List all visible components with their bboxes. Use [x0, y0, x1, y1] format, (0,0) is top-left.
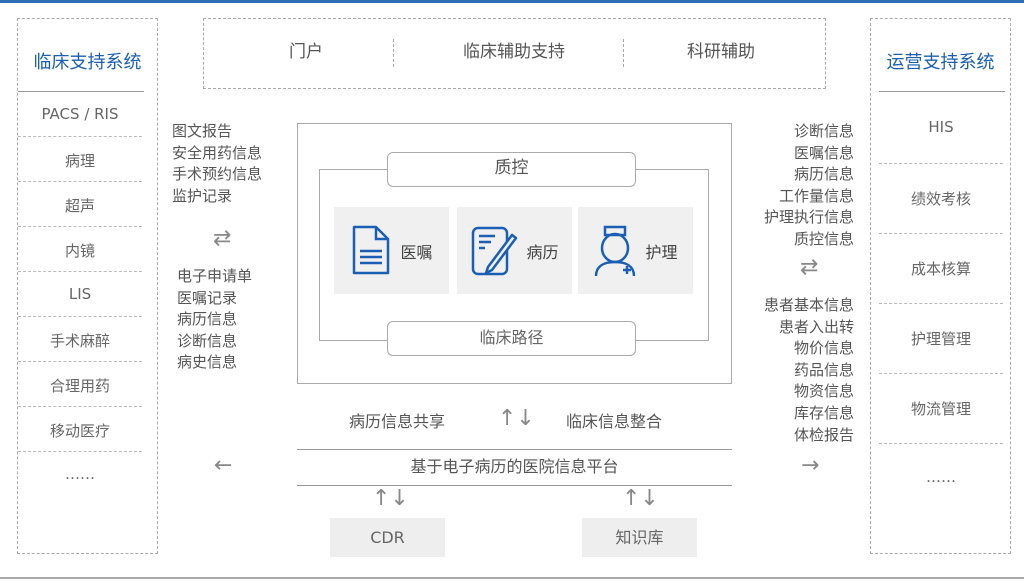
flow-item: 医嘱信息: [793, 143, 854, 162]
item-divider: [18, 316, 142, 317]
portal-item: 科研辅助: [687, 42, 755, 62]
quality-control-label: 质控: [387, 152, 636, 187]
flow-item: 库存信息: [793, 403, 854, 422]
flow-item: 物资信息: [793, 382, 854, 401]
item-divider: [879, 443, 1003, 444]
item-divider: [18, 451, 142, 452]
operations-system-item: HIS: [928, 118, 954, 136]
hospital-info-platform: 基于电子病历的医院信息平台: [297, 449, 732, 486]
record-pen-icon: [472, 226, 518, 275]
flow-item: 工作量信息: [778, 186, 854, 205]
right-incoming-list: 患者基本信息 患者入出转 物价信息 药品信息 物资信息 库存信息 体检报告: [764, 295, 854, 446]
clinical-system-item: PACS / RIS: [41, 105, 119, 123]
record-sharing-label: 病历信息共享: [349, 412, 446, 431]
clinical-support-panel: 临床支持系统 PACS / RIS 病理超声内镜 LIS 手术麻醉合理用药移动医疗 ……: [17, 18, 158, 554]
knowledge-base-box: 知识库: [582, 518, 697, 557]
top-accent-line: [0, 0, 1024, 3]
clinical-pathway-label: 临床路径: [387, 321, 636, 356]
clinical-system-item: 内镜: [64, 242, 95, 260]
cdr-box: CDR: [330, 518, 445, 557]
arrow-left-icon: ←: [214, 453, 233, 478]
title-divider: [18, 91, 144, 92]
panel-title: 临床支持系统: [33, 52, 142, 73]
flow-item: 病历信息: [793, 165, 854, 184]
up-down-arrows-icon: ↑↓: [498, 406, 535, 431]
portal-item: 临床辅助支持: [463, 42, 565, 62]
divider: [393, 39, 394, 67]
title-divider: [879, 91, 1005, 92]
flow-item: 病历信息: [177, 310, 238, 329]
top-portal-bar: 门户 临床辅助支持 科研辅助: [203, 18, 826, 89]
item-divider: [18, 226, 142, 227]
item-divider: [879, 233, 1003, 234]
item-divider: [879, 163, 1003, 164]
flow-item: 质控信息: [793, 229, 854, 248]
operations-system-item: 物流管理: [910, 400, 971, 418]
bottom-line: [0, 577, 1024, 579]
exchange-arrows-icon: ⇄: [800, 255, 819, 280]
item-divider: [18, 181, 142, 182]
flow-item: 患者基本信息: [763, 296, 854, 314]
flow-item: 病史信息: [177, 353, 238, 372]
arrow-right-icon: →: [801, 453, 820, 478]
operations-system-item: ……: [926, 468, 956, 486]
flow-item: 医嘱记录: [177, 288, 238, 307]
flow-item: 手术预约信息: [172, 165, 263, 184]
flow-item: 体检报告: [793, 425, 854, 444]
flow-item: 监护记录: [172, 186, 233, 205]
up-down-arrows-icon: ↑↓: [372, 486, 409, 511]
operations-system-item: 护理管理: [910, 330, 971, 348]
flow-item: 药品信息: [793, 360, 854, 379]
clinical-system-item: 合理用药: [49, 377, 110, 395]
document-icon: [353, 225, 390, 274]
clinical-system-item: LIS: [68, 285, 92, 303]
tile-orders: 医嘱: [334, 207, 449, 294]
clinical-system-item: 手术麻醉: [49, 332, 110, 350]
right-outgoing-list: 诊断信息 医嘱信息 病历信息 工作量信息 护理执行信息 质控信息: [764, 121, 854, 251]
flow-item: 电子申请单: [177, 267, 253, 285]
clinical-system-item: 病理: [64, 152, 95, 170]
tile-label: 护理: [645, 242, 678, 262]
item-divider: [879, 373, 1003, 374]
emr-core-box: [297, 123, 732, 384]
flow-item: 物价信息: [793, 339, 854, 358]
flow-item: 诊断信息: [793, 122, 854, 140]
operations-system-item: 成本核算: [910, 260, 971, 278]
tile-nursing: 护理: [578, 207, 693, 294]
item-divider: [18, 361, 142, 362]
flow-item: 护理执行信息: [763, 208, 854, 227]
flow-item: 图文报告: [172, 122, 233, 140]
operations-system-item: 绩效考核: [910, 190, 971, 208]
left-outgoing-list: 图文报告 安全用药信息 手术预约信息 监护记录: [172, 121, 262, 207]
operations-support-panel: 运营支持系统 HIS 绩效考核成本核算护理管理物流管理 ……: [870, 18, 1011, 554]
divider: [623, 39, 624, 67]
flow-item: 患者入出转: [778, 317, 854, 336]
clinical-system-item: 超声: [64, 197, 95, 215]
tile-label: 病历: [526, 242, 559, 262]
item-divider: [18, 136, 142, 137]
tile-label: 医嘱: [400, 242, 433, 262]
flow-item: 诊断信息: [177, 331, 238, 350]
item-divider: [18, 406, 142, 407]
clinical-system-item: 移动医疗: [49, 422, 110, 440]
clinical-system-item: ……: [65, 465, 95, 483]
left-incoming-list: 电子申请单 医嘱记录 病历信息 诊断信息 病史信息: [177, 266, 252, 374]
flow-item: 安全用药信息: [172, 143, 263, 162]
item-divider: [18, 271, 142, 272]
exchange-arrows-icon: ⇄: [213, 226, 232, 251]
info-integration-label: 临床信息整合: [566, 412, 663, 431]
panel-title: 运营支持系统: [886, 52, 995, 73]
up-down-arrows-icon: ↑↓: [622, 486, 659, 511]
tile-medical-record: 病历: [457, 207, 572, 294]
item-divider: [879, 303, 1003, 304]
portal-item: 门户: [289, 42, 323, 62]
nurse-icon: [595, 225, 636, 276]
